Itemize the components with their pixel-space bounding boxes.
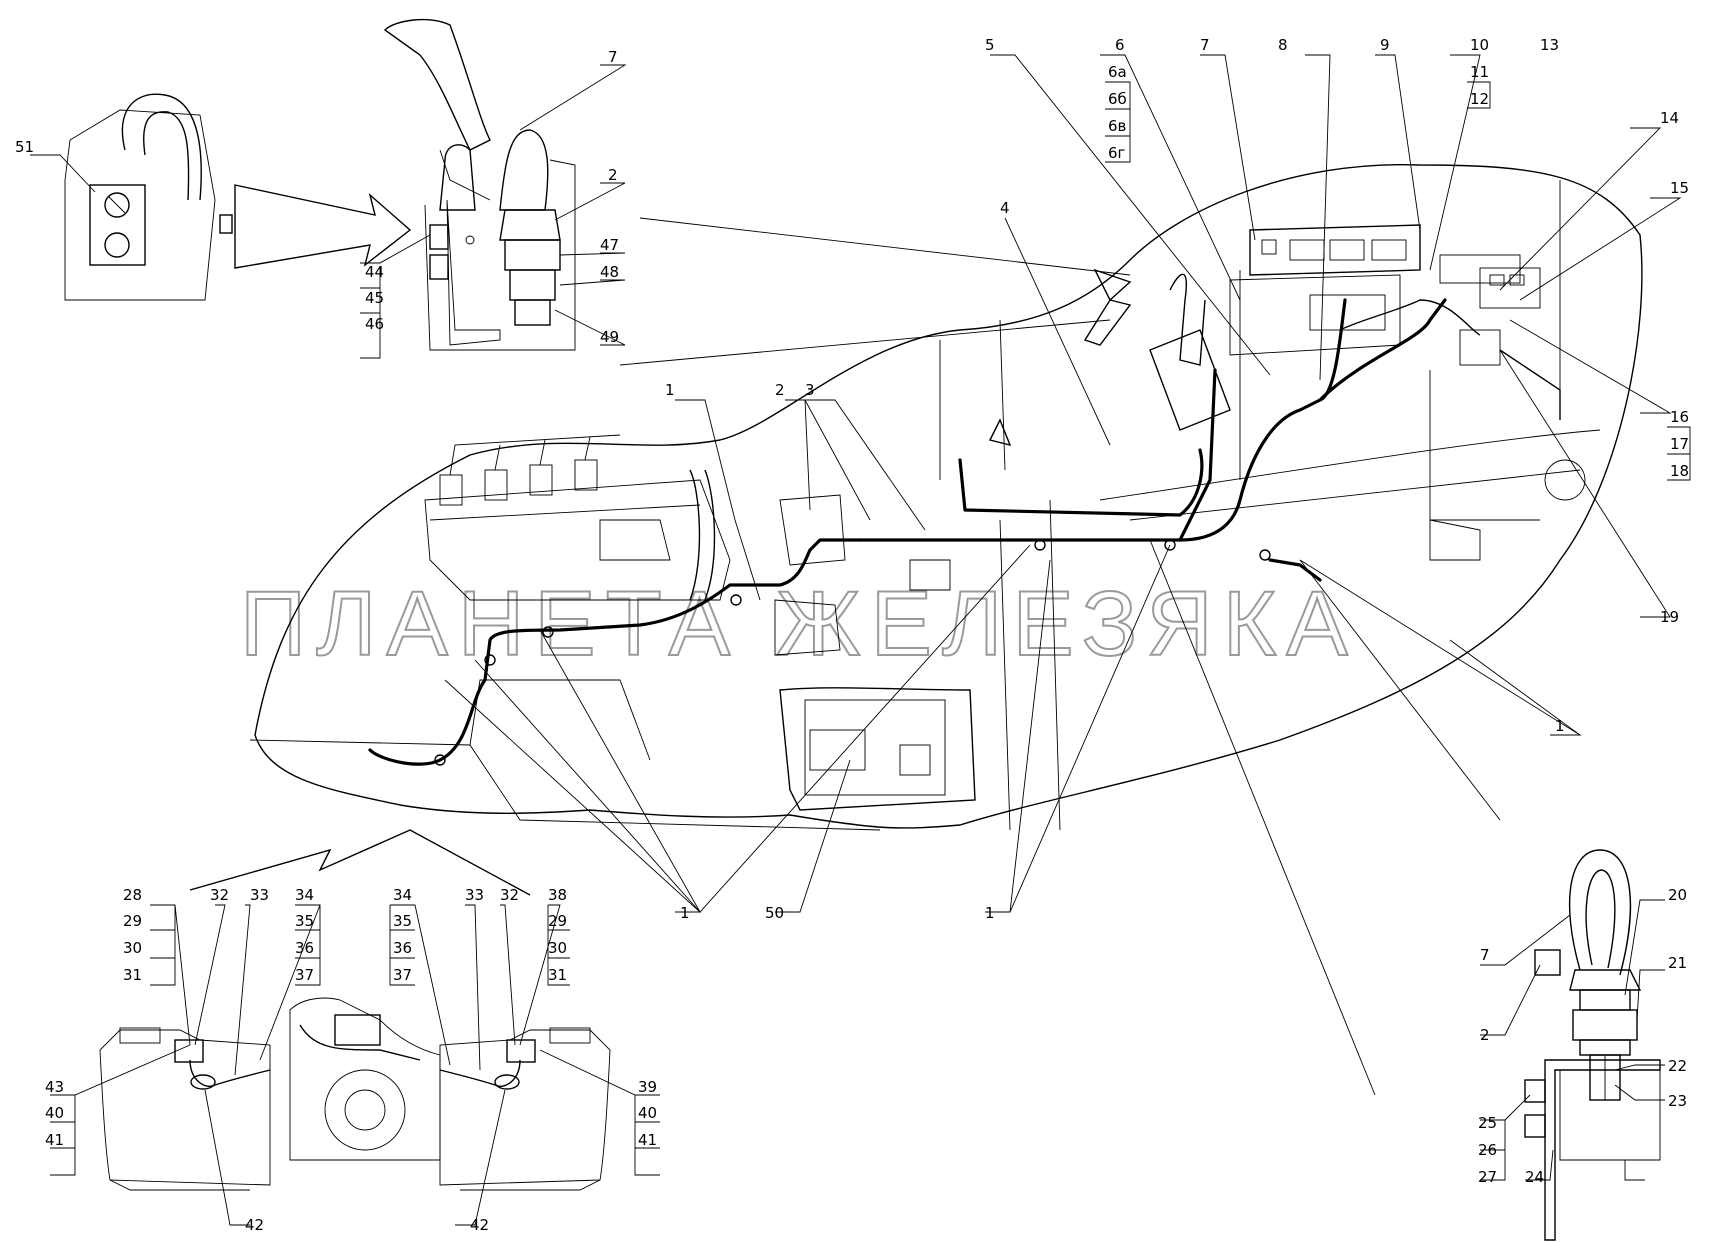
callout-30: 30 — [123, 939, 142, 957]
harness-clamps — [434, 539, 1271, 766]
callout-23: 23 — [1668, 1092, 1687, 1110]
callout-38: 38 — [548, 886, 567, 904]
callout-51: 51 — [15, 138, 34, 156]
callout-39: 39 — [638, 1078, 657, 1096]
callout-18: 18 — [1670, 462, 1689, 480]
callout-50: 50 — [765, 904, 784, 922]
callout-3: 3 — [805, 381, 815, 399]
callout-35: 35 — [295, 912, 314, 930]
callout-14: 14 — [1660, 109, 1679, 127]
callout-26: 26 — [1478, 1141, 1497, 1159]
callout-12: 12 — [1470, 90, 1489, 108]
callout-22: 22 — [1668, 1057, 1687, 1075]
callout-35-right: 35 — [393, 912, 412, 930]
callout-6: 6 — [1115, 36, 1125, 54]
callout-42-right: 42 — [470, 1216, 489, 1234]
callout-34-right: 34 — [393, 886, 412, 904]
callout-31: 31 — [123, 966, 142, 984]
callout-2: 2 — [775, 381, 785, 399]
main-callout-bars — [1105, 81, 1691, 481]
callout-37-right: 37 — [393, 966, 412, 984]
callout-31-right: 31 — [548, 966, 567, 984]
detail-top-lever — [64, 18, 1132, 366]
detail-bottom-left-callouts: 28 29 30 31 32 33 34 35 36 37 43 40 41 4… — [45, 886, 657, 1234]
main-leaders — [444, 54, 1682, 1096]
callout-1-rear: 1 — [1555, 717, 1565, 735]
callout-30-right: 30 — [548, 939, 567, 957]
callout-47: 47 — [600, 236, 619, 254]
main-callouts: 1 2 3 4 5 6 6а 6б 6в 6г 7 8 9 10 11 12 1… — [665, 36, 1689, 922]
callout-11: 11 — [1470, 63, 1489, 81]
callout-41-right: 41 — [638, 1131, 657, 1149]
callout-9: 9 — [1380, 36, 1390, 54]
battery-box — [779, 687, 976, 811]
callout-43: 43 — [45, 1078, 64, 1096]
callout-8: 8 — [1278, 36, 1288, 54]
instrument-panel — [1229, 224, 1541, 356]
callout-27: 27 — [1478, 1168, 1497, 1186]
callout-2-top: 2 — [608, 166, 618, 184]
detail-bottom-left-leaders — [50, 904, 660, 1226]
callout-29-right: 29 — [548, 912, 567, 930]
callout-32: 32 — [210, 886, 229, 904]
callout-36-right: 36 — [393, 939, 412, 957]
callout-28: 28 — [123, 886, 142, 904]
callout-1: 1 — [665, 381, 675, 399]
callout-40: 40 — [45, 1104, 64, 1122]
callout-7: 7 — [1200, 36, 1210, 54]
callout-32-right: 32 — [500, 886, 519, 904]
callout-6a: 6а — [1108, 63, 1127, 81]
callout-34: 34 — [295, 886, 314, 904]
callout-40-right: 40 — [638, 1104, 657, 1122]
callout-41: 41 — [45, 1131, 64, 1149]
detail-top-callouts: 51 7 2 44 45 46 47 48 49 — [15, 48, 619, 346]
callout-25: 25 — [1478, 1114, 1497, 1132]
callout-33-right: 33 — [465, 886, 484, 904]
callout-1-front: 1 — [680, 904, 690, 922]
callout-17: 17 — [1670, 435, 1689, 453]
callout-6v: 6в — [1108, 117, 1126, 135]
callout-5: 5 — [985, 36, 995, 54]
callout-19: 19 — [1660, 608, 1679, 626]
detail-bottom-right-callouts: 7 20 21 2 22 23 25 26 27 24 — [1478, 886, 1687, 1186]
callout-24: 24 — [1525, 1168, 1544, 1186]
callout-4: 4 — [1000, 199, 1010, 217]
callout-37: 37 — [295, 966, 314, 984]
detail-top-leaders — [30, 64, 627, 359]
main-assembly-view — [249, 163, 1643, 831]
callout-44: 44 — [365, 263, 384, 281]
callout-6g: 6г — [1108, 144, 1126, 162]
callout-7-detail: 7 — [1480, 946, 1490, 964]
callout-20: 20 — [1668, 886, 1687, 904]
callout-36: 36 — [295, 939, 314, 957]
injectors — [439, 434, 621, 506]
callout-46: 46 — [365, 315, 384, 333]
callout-7-top: 7 — [608, 48, 618, 66]
callout-21: 21 — [1668, 954, 1687, 972]
callout-42: 42 — [245, 1216, 264, 1234]
detail-bottom-right-switch — [1524, 849, 1661, 1241]
detail-bottom-right-leaders — [1480, 899, 1665, 1181]
callout-29: 29 — [123, 912, 142, 930]
callout-13: 13 — [1540, 36, 1559, 54]
callout-15: 15 — [1670, 179, 1689, 197]
callout-2-detail: 2 — [1480, 1026, 1490, 1044]
callout-1-mid: 1 — [985, 904, 995, 922]
callout-10: 10 — [1470, 36, 1489, 54]
callout-45: 45 — [365, 289, 384, 307]
callout-49: 49 — [600, 328, 619, 346]
watermark: ПЛАНЕТА ЖЕЛЕЗЯКА — [240, 573, 1358, 675]
detail-bottom-tanks — [99, 829, 611, 1191]
callout-48: 48 — [600, 263, 619, 281]
callout-6b: 6б — [1108, 90, 1127, 108]
callout-33: 33 — [250, 886, 269, 904]
callout-16: 16 — [1670, 408, 1689, 426]
